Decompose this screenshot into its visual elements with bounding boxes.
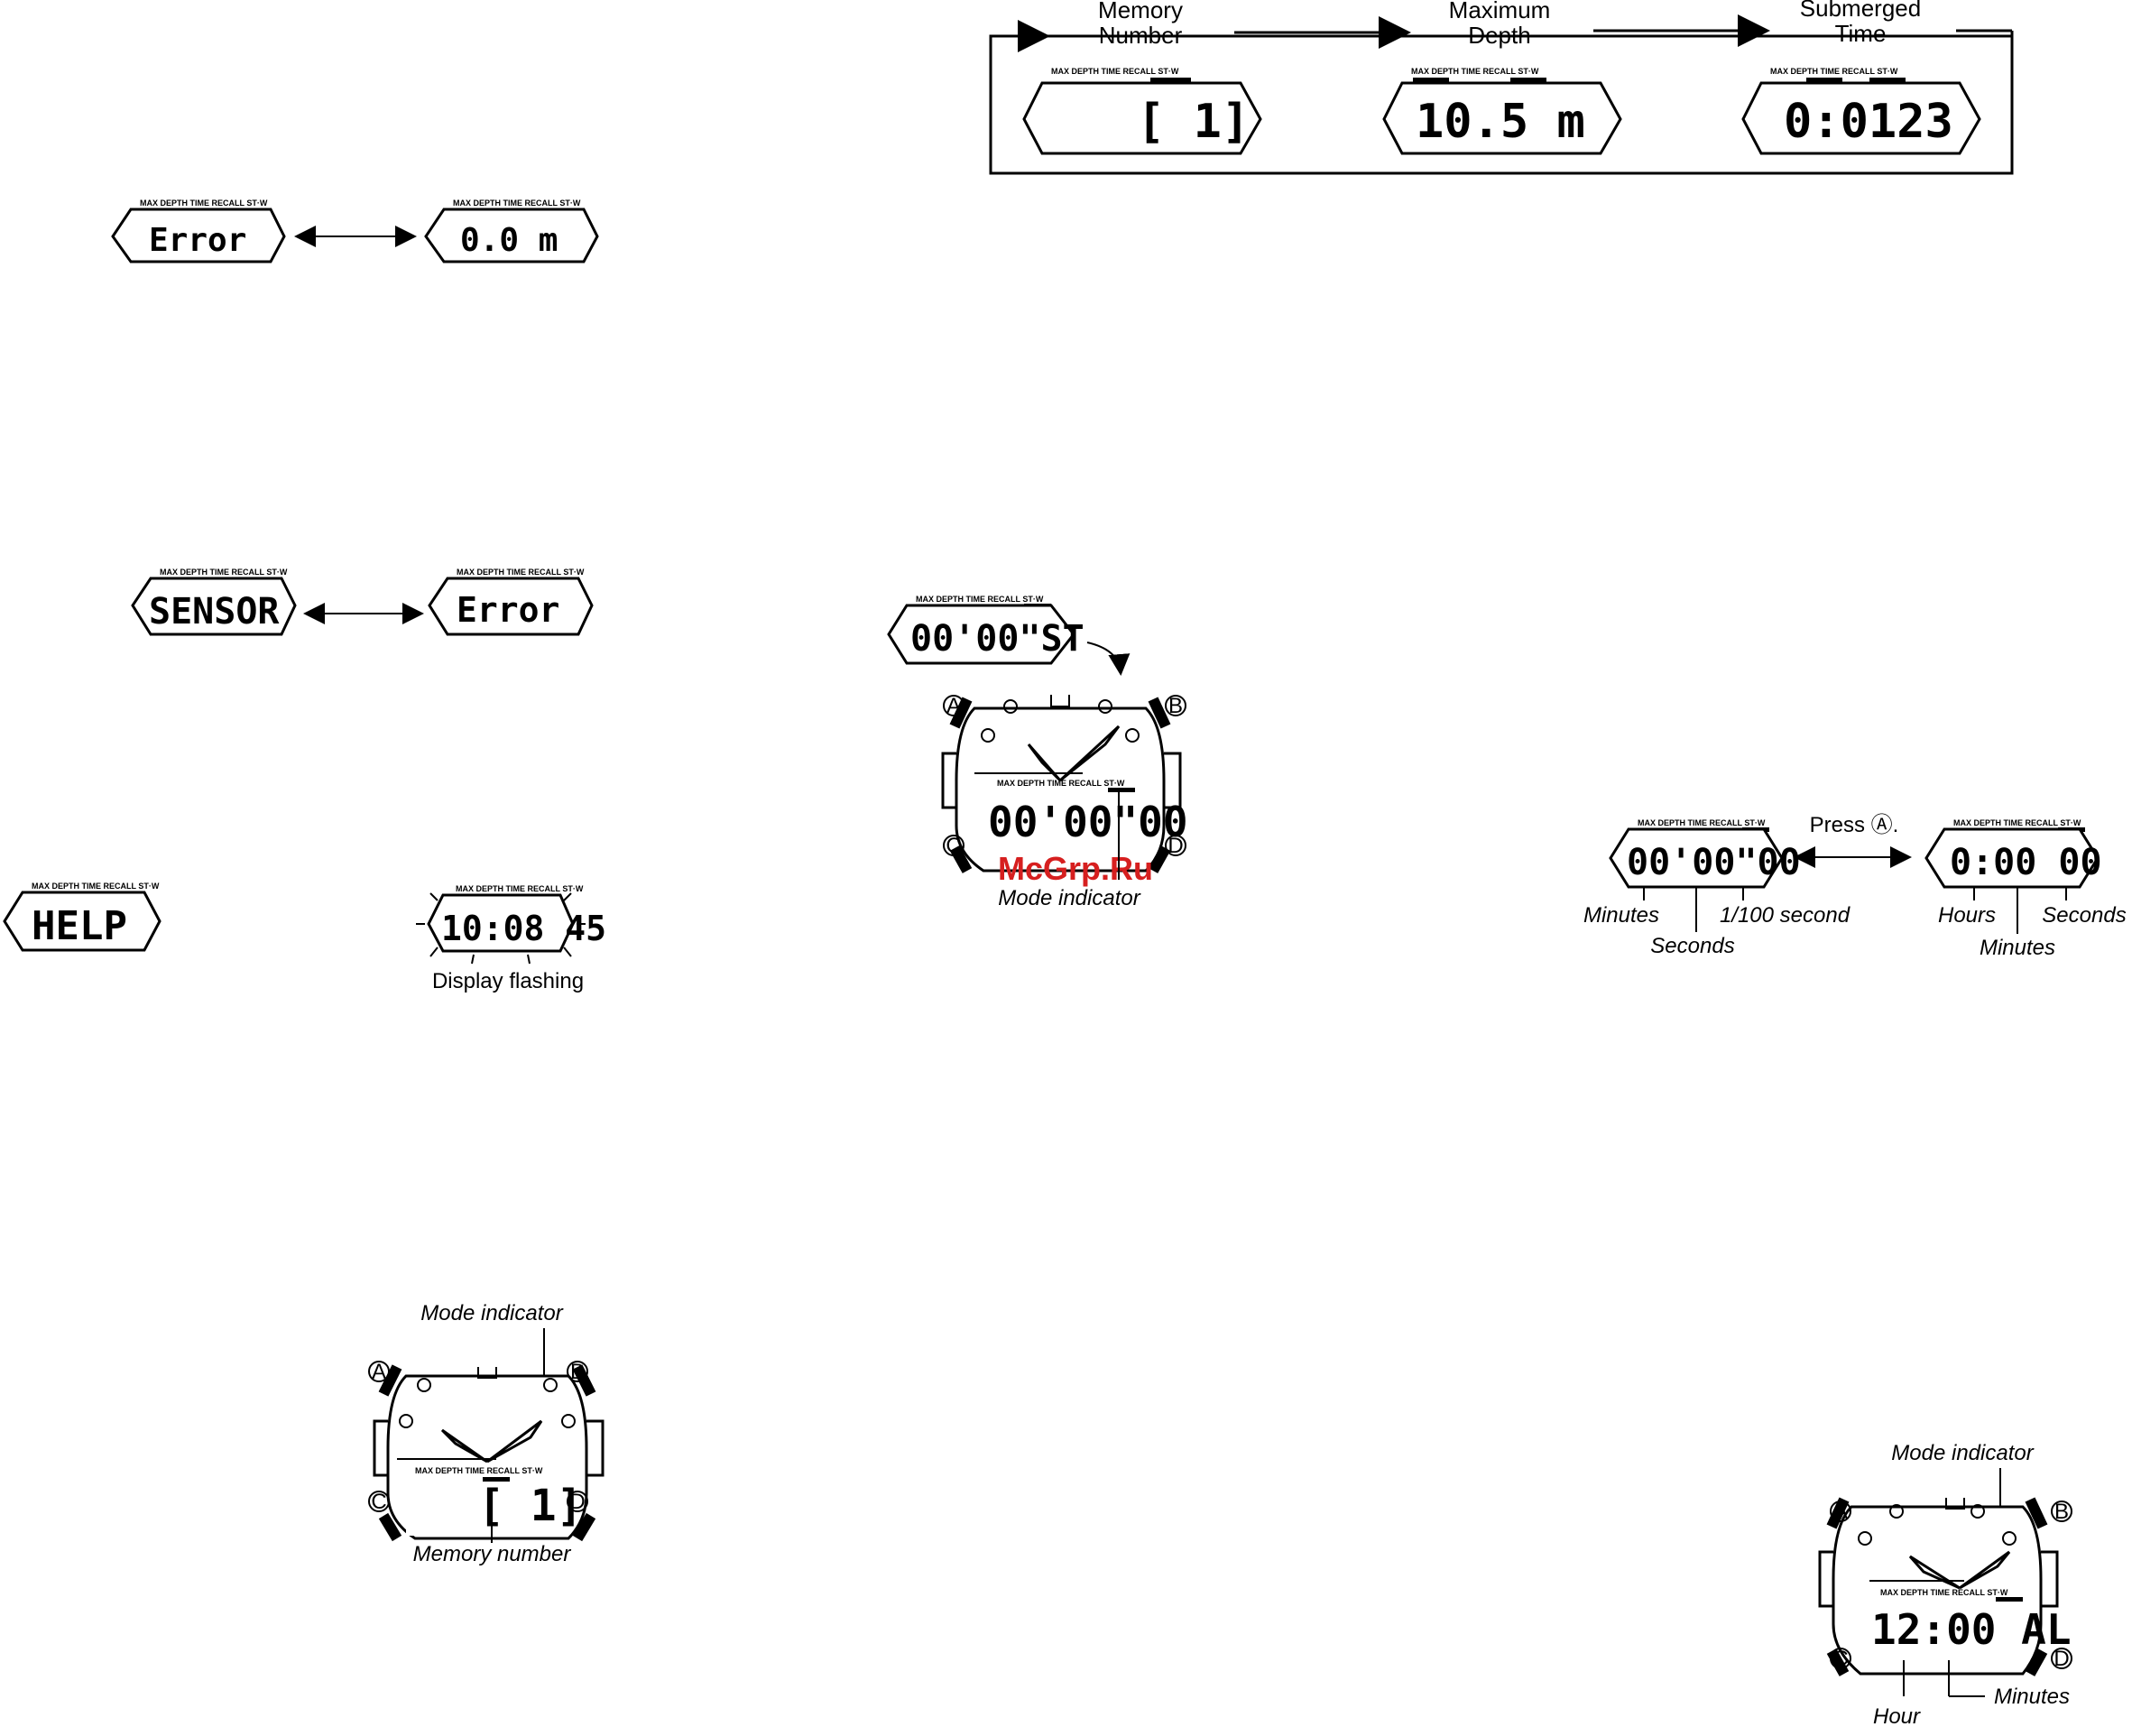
svg-text:MAX DEPTH TIME RECALL ST·W: MAX DEPTH TIME RECALL ST·W: [1953, 818, 2081, 827]
recall-watch: Mode indicator MAX DEPTH TIME RECALL ST·…: [368, 1301, 605, 1566]
svg-text:MAX DEPTH TIME RECALL ST·W: MAX DEPTH TIME RECALL ST·W: [1638, 818, 1766, 827]
svg-text:B: B: [2054, 1500, 2069, 1524]
error-pair: MAX DEPTH TIME RECALL ST·W Error MAX DEP…: [111, 199, 599, 263]
sensor-pair: MAX DEPTH TIME RECALL ST·W SENSOR MAX DE…: [131, 568, 594, 636]
svg-text:10.5 m: 10.5 m: [1416, 95, 1585, 149]
minutes-label-2: Minutes: [1980, 936, 2055, 960]
svg-text:MAX DEPTH TIME RECALL ST·W: MAX DEPTH TIME RECALL ST·W: [916, 595, 1044, 604]
svg-text:12:00 AL: 12:00 AL: [1871, 1605, 2072, 1654]
watch-buttons-recall: A B C D: [368, 1360, 588, 1514]
lcd-sensor: MAX DEPTH TIME RECALL ST·W SENSOR: [131, 568, 297, 636]
alarm-minutes-label: Minutes: [1994, 1685, 2070, 1709]
minute-hand: [486, 1419, 543, 1464]
svg-text:[ 1]: [ 1]: [478, 1481, 583, 1531]
svg-text:A: A: [946, 694, 961, 718]
alarm-mode-indicator-label: Mode indicator: [1891, 1441, 2034, 1465]
watermark: McGrp.Ru: [998, 850, 1153, 887]
svg-text:C: C: [1832, 1647, 1848, 1671]
svg-text:MAX DEPTH TIME RECALL ST·W: MAX DEPTH TIME RECALL ST·W: [160, 568, 288, 577]
flashing-caption: Display flashing: [432, 969, 584, 993]
svg-text:MAX DEPTH TIME RECALL ST·W: MAX DEPTH TIME RECALL ST·W: [456, 884, 584, 893]
lcd-flashing: MAX DEPTH TIME RECALL ST·W 10:08 45: [416, 884, 606, 965]
lcd-zero-depth: MAX DEPTH TIME RECALL ST·W 0.0 m: [424, 199, 599, 263]
split-section: MAX DEPTH TIME RECALL ST·W 00'00"00 Pres…: [1583, 813, 2127, 960]
svg-text:00'00"00: 00'00"00: [988, 798, 1188, 846]
svg-text:MAX DEPTH TIME RECALL ST·W: MAX DEPTH TIME RECALL ST·W: [32, 882, 160, 891]
svg-text:MAX DEPTH TIME RECALL ST·W: MAX DEPTH TIME RECALL ST·W: [1411, 67, 1539, 76]
alarm-hour-label: Hour: [1873, 1704, 1921, 1729]
stopwatch-section: MAX DEPTH TIME RECALL ST·W 00'00"ST MAX …: [887, 595, 1188, 910]
svg-text:C: C: [371, 1490, 386, 1514]
watch-buttons-stopwatch: A B C D: [943, 694, 1186, 858]
mode-indicator-label: Mode indicator: [420, 1301, 563, 1325]
svg-text:MAX DEPTH TIME RECALL ST·W: MAX DEPTH TIME RECALL ST·W: [997, 779, 1125, 788]
svg-text:D: D: [2054, 1647, 2069, 1671]
svg-text:MAX DEPTH TIME RECALL ST·W: MAX DEPTH TIME RECALL ST·W: [1051, 67, 1179, 76]
flow-frame: [989, 34, 2014, 175]
split-leader-lines: [1643, 886, 2067, 934]
svg-text:MAX DEPTH TIME RECALL ST·W: MAX DEPTH TIME RECALL ST·W: [453, 199, 581, 208]
watch-body-stopwatch: MAX DEPTH TIME RECALL ST·W 00'00"00: [941, 695, 1188, 873]
svg-text:A: A: [1833, 1500, 1848, 1524]
svg-text:B: B: [1168, 694, 1183, 718]
svg-text:D: D: [569, 1490, 585, 1514]
alarm-watch: Mode indicator MAX DEPTH TIME RECALL ST·…: [1818, 1441, 2072, 1729]
lcd-memory-number: MAX DEPTH TIME RECALL ST·W [ 1]: [1022, 67, 1262, 155]
svg-text:00'00"ST: 00'00"ST: [910, 618, 1084, 660]
lcd-error-2: MAX DEPTH TIME RECALL ST·W Error: [428, 568, 594, 636]
watch-body-recall: MAX DEPTH TIME RECALL ST·W [ 1]: [373, 1364, 605, 1542]
svg-text:MAX DEPTH TIME RECALL ST·W: MAX DEPTH TIME RECALL ST·W: [140, 199, 268, 208]
memory-number-caption: Memory number: [413, 1542, 572, 1566]
seconds-label-2: Seconds: [2042, 903, 2126, 928]
svg-text:C: C: [946, 834, 961, 858]
svg-text:0:0123: 0:0123: [1784, 95, 1953, 149]
curved-arrow: [1086, 642, 1131, 676]
svg-text:0:00 00: 0:00 00: [1950, 842, 2102, 883]
svg-text:Error: Error: [149, 222, 246, 259]
svg-text:B: B: [570, 1360, 585, 1384]
hundredth-label: 1/100 second: [1720, 903, 1851, 928]
svg-text:MAX DEPTH TIME RECALL ST·W: MAX DEPTH TIME RECALL ST·W: [1880, 1588, 2008, 1597]
seconds-label: Seconds: [1650, 934, 1734, 958]
lcd-submerged-time: MAX DEPTH TIME RECALL ST·W 0:0123: [1741, 67, 1981, 155]
svg-text:Error: Error: [457, 590, 559, 630]
svg-text:MAX DEPTH TIME RECALL ST·W: MAX DEPTH TIME RECALL ST·W: [1770, 67, 1898, 76]
minutes-label: Minutes: [1583, 903, 1659, 928]
svg-text:HELP: HELP: [32, 903, 127, 949]
watch-body-alarm: MAX DEPTH TIME RECALL ST·W 12:00 AL: [1818, 1497, 2072, 1676]
svg-text:A: A: [372, 1360, 386, 1384]
svg-text:SENSOR: SENSOR: [149, 591, 280, 633]
press-a-text: Press Ⓐ.: [1810, 813, 1899, 837]
lcd-error: MAX DEPTH TIME RECALL ST·W Error: [111, 199, 286, 263]
lcd-split-left: MAX DEPTH TIME RECALL ST·W 00'00"00: [1609, 818, 1801, 889]
svg-text:[ 1]: [ 1]: [1137, 95, 1250, 149]
svg-text:10:08 45: 10:08 45: [441, 909, 606, 948]
watch-buttons-alarm: A B C D: [1830, 1500, 2072, 1671]
hours-label: Hours: [1938, 903, 1996, 928]
svg-text:MAX DEPTH TIME RECALL ST·W: MAX DEPTH TIME RECALL ST·W: [415, 1466, 543, 1475]
lcd-split-right: MAX DEPTH TIME RECALL ST·W 0:00 00: [1924, 818, 2102, 889]
lcd-help: MAX DEPTH TIME RECALL ST·W HELP: [3, 882, 162, 952]
svg-text:D: D: [1168, 834, 1183, 858]
hour-hand: [440, 1428, 488, 1464]
lcd-stopwatch-small: MAX DEPTH TIME RECALL ST·W 00'00"ST: [887, 595, 1084, 665]
lcd-maximum-depth: MAX DEPTH TIME RECALL ST·W 10.5 m: [1382, 67, 1622, 155]
stopwatch-mode-indicator-label: Mode indicator: [998, 886, 1140, 910]
svg-text:00'00"00: 00'00"00: [1627, 842, 1801, 883]
svg-text:MAX DEPTH TIME RECALL ST·W: MAX DEPTH TIME RECALL ST·W: [457, 568, 585, 577]
svg-text:0.0 m: 0.0 m: [460, 222, 558, 259]
flash-rays: [416, 892, 586, 965]
